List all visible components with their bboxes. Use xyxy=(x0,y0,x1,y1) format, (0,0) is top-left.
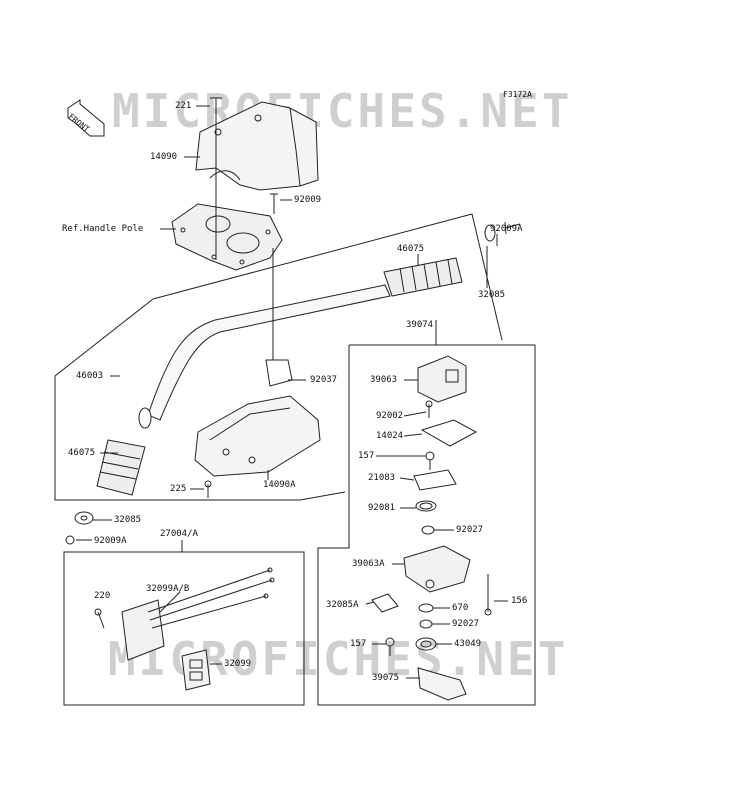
part-label-32099AB: 32099A/B xyxy=(146,584,190,594)
ref-handle-pole-label: Ref.Handle Pole xyxy=(62,224,144,234)
part-label-92002: 92002 xyxy=(376,411,404,421)
part-label-46003: 46003 xyxy=(76,371,104,381)
part-label-46075-top: 46075 xyxy=(397,244,425,254)
part-label-32085A: 32085A xyxy=(326,600,359,610)
part-label-156: 156 xyxy=(511,596,528,606)
part-label-32099: 32099 xyxy=(224,659,252,669)
part-label-670: 670 xyxy=(452,603,469,613)
part-label-92009A-top: 92009A xyxy=(490,224,523,234)
part-label-157-b: 157 xyxy=(350,639,367,649)
watermark-top: MICROFICHES.NET xyxy=(112,84,573,138)
part-label-92027-a: 92027 xyxy=(456,525,484,535)
part-label-92009A-bottom: 92009A xyxy=(94,536,127,546)
part-label-92037: 92037 xyxy=(310,375,338,385)
part-label-92009: 92009 xyxy=(294,195,322,205)
part-label-32085-top: 32085 xyxy=(478,290,506,300)
part-label-92027-b: 92027 xyxy=(452,619,480,629)
front-arrow-icon xyxy=(67,99,105,137)
part-label-46075-bottom: 46075 xyxy=(68,448,96,458)
part-label-39063A: 39063A xyxy=(352,559,385,569)
part-label-92081: 92081 xyxy=(368,503,396,513)
part-label-32085-bottom: 32085 xyxy=(114,515,142,525)
part-label-221: 221 xyxy=(175,101,192,111)
part-label-225: 225 xyxy=(170,484,187,494)
part-label-21083: 21083 xyxy=(368,473,396,483)
part-label-220: 220 xyxy=(94,591,111,601)
part-label-39074: 39074 xyxy=(406,320,434,330)
part-label-157-a: 157 xyxy=(358,451,375,461)
part-label-14090A: 14090A xyxy=(263,480,296,490)
part-label-39075: 39075 xyxy=(372,673,400,683)
part-label-27004: 27004/A xyxy=(160,529,198,539)
part-label-43049: 43049 xyxy=(454,639,482,649)
part-label-39063: 39063 xyxy=(370,375,398,385)
diagram-code: F3172A xyxy=(503,90,532,99)
part-label-14024: 14024 xyxy=(376,431,404,441)
part-label-14090: 14090 xyxy=(150,152,178,162)
